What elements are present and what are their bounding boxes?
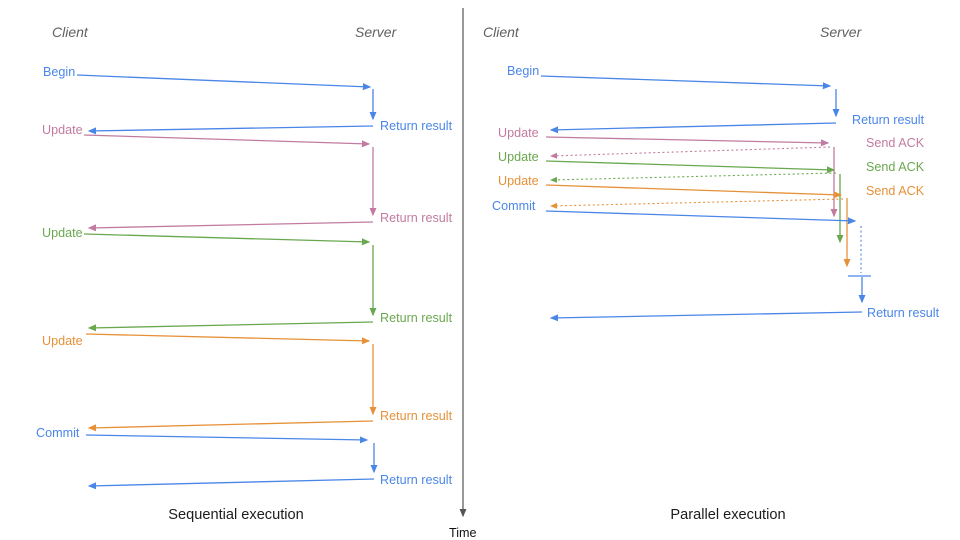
- par-commit-response-arrow: [549, 311, 863, 322]
- seq-update1-request-arrow: [83, 134, 371, 148]
- par-update2-ack-dotted-arrow: [549, 172, 837, 183]
- par-update3-label: Update: [498, 174, 539, 188]
- seq-update3-label: Update: [42, 334, 83, 348]
- seq-update3-response-label: Return result: [380, 409, 453, 423]
- par-update1-ack-label: Send ACK: [866, 136, 925, 150]
- par-begin-response-label: Return result: [852, 113, 925, 127]
- par-commit-request-arrow: [545, 210, 857, 225]
- seq-commit-response-label: Return result: [380, 473, 453, 487]
- seq-begin-response-arrow: [87, 125, 374, 135]
- seq-commit-request-arrow: [85, 434, 369, 444]
- par-commit-response-label: Return result: [867, 306, 940, 320]
- seq-begin-request-arrow: [76, 74, 372, 91]
- par-update2-request-arrow: [545, 160, 836, 174]
- parallel-diagram: Client Server Begin Return result Update…: [483, 24, 940, 523]
- seq-begin-label: Begin: [43, 65, 75, 79]
- seq-update1-response-arrow: [87, 221, 374, 232]
- par-server-header: Server: [820, 24, 863, 40]
- par-begin-label: Begin: [507, 64, 539, 78]
- par-update3-ack-label: Send ACK: [866, 184, 925, 198]
- seq-update1-response-label: Return result: [380, 211, 453, 225]
- seq-update3-response-arrow: [87, 420, 374, 432]
- sequential-diagram: Client Server Begin Return result Update…: [36, 24, 453, 523]
- seq-update2-label: Update: [42, 226, 83, 240]
- seq-begin-response-label: Return result: [380, 119, 453, 133]
- seq-update2-response-arrow: [87, 321, 374, 332]
- seq-server-header: Server: [355, 24, 398, 40]
- time-axis-label: Time: [449, 526, 477, 540]
- par-update1-request-arrow: [545, 136, 830, 147]
- par-update3-request-arrow: [545, 184, 843, 199]
- seq-update1-label: Update: [42, 123, 83, 137]
- seq-update2-request-arrow: [83, 233, 371, 246]
- seq-commit-label: Commit: [36, 426, 80, 440]
- par-update1-label: Update: [498, 126, 539, 140]
- sequential-title: Sequential execution: [168, 507, 304, 523]
- par-begin-response-arrow: [549, 122, 837, 134]
- par-update1-ack-dotted-arrow: [549, 146, 831, 159]
- par-client-header: Client: [483, 24, 520, 40]
- par-commit-label: Commit: [492, 199, 536, 213]
- parallel-title: Parallel execution: [670, 507, 785, 523]
- seq-commit-response-arrow: [87, 478, 375, 490]
- seq-update3-request-arrow: [85, 333, 371, 345]
- seq-update2-response-label: Return result: [380, 311, 453, 325]
- seq-client-header: Client: [52, 24, 89, 40]
- par-update2-label: Update: [498, 150, 539, 164]
- par-update3-ack-dotted-arrow: [549, 198, 844, 209]
- par-update2-ack-label: Send ACK: [866, 160, 925, 174]
- par-begin-request-arrow: [540, 75, 832, 90]
